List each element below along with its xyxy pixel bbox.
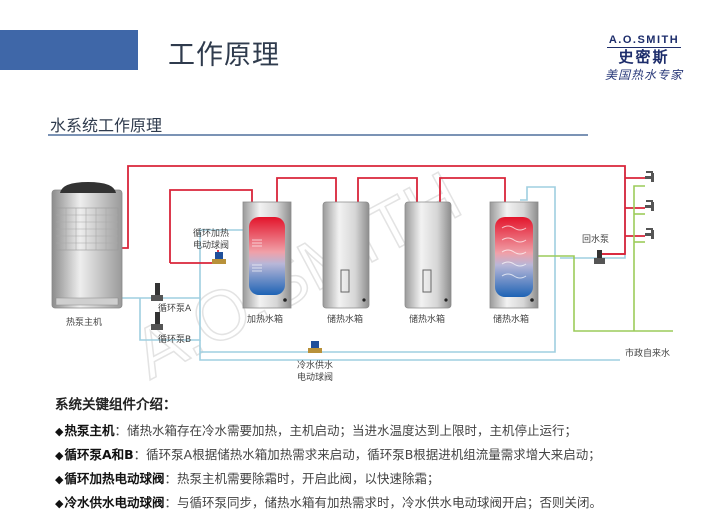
city-water-label: 市政自来水 [625,347,670,359]
intro-item-name: 冷水供水电动球阀 [64,495,165,510]
component-intro: 系统关键组件介绍： ◆热泵主机：储热水箱存在冷水需要加热，主机启动；当进水温度达… [55,393,715,515]
intro-item-pumps: ◆循环泵A和B：循环泵A根据储热水箱加热需求来启动，循环泵B根据进机组流量需求增… [55,443,715,467]
cold-valve-label-2: 电动球阀 [297,371,333,383]
brand-logo: A.O.SMITH 史密斯 美国热水专家 [585,28,703,83]
heating-tank-label: 加热水箱 [247,313,283,325]
intro-item-desc: ：储热水箱存在冷水需要加热，主机启动；当进水温度达到上限时，主机停止运行； [114,423,577,438]
heating-valve-label-2: 电动球阀 [193,239,229,251]
diamond-bullet-icon: ◆ [55,497,64,510]
storage-tank-3 [489,201,539,309]
intro-item-heating-valve: ◆循环加热电动球阀：热泵主机需要除霜时，开启此阀，以快速除霜； [55,467,715,491]
pump-b-icon [151,312,163,330]
faucet-icon [645,228,654,239]
heat-pump-label: 热泵主机 [66,316,102,328]
diamond-bullet-icon: ◆ [55,449,64,462]
heating-ball-valve-icon [212,252,226,264]
cold-valve-label-1: 冷水供水 [297,359,333,371]
section-divider [48,134,588,136]
pump-a-label: 循环泵A [158,302,192,314]
return-pump-icon [594,250,605,264]
storage-tank-2-label: 储热水箱 [409,313,445,325]
faucet-icon [645,200,654,211]
pump-b-label: 循环泵B [158,333,191,345]
storage-tank-1-label: 储热水箱 [327,313,363,325]
cold-water-ball-valve-icon [308,341,322,353]
diamond-bullet-icon: ◆ [55,425,64,438]
intro-item-heat-pump: ◆热泵主机：储热水箱存在冷水需要加热，主机启动；当进水温度达到上限时，主机停止运… [55,419,715,443]
storage-tank-1 [322,201,370,309]
city-water-pipes [538,185,673,332]
circulation-pipes [120,172,626,361]
header-accent-bar [0,30,138,70]
intro-item-desc: ：循环泵A根据储热水箱加热需求来启动，循环泵B根据进机组流量需求增大来启动； [133,447,601,462]
heat-pump-unit [51,182,123,309]
faucets [645,171,654,239]
storage-tank-3-label: 储热水箱 [493,313,529,325]
pump-a-icon [151,283,163,301]
logo-slogan: 美国热水专家 [604,68,683,82]
heating-tank [242,201,292,309]
intro-item-name: 循环加热电动球阀 [64,471,165,486]
heating-valve-label-1: 循环加热 [193,227,229,239]
section-title: 水系统工作原理 [50,116,163,135]
water-system-diagram: A.O.SMITH [51,156,673,390]
intro-item-desc: ：与循环泵同步，储热水箱有加热需求时，冷水供水电动球阀开启；否则关闭。 [164,495,602,510]
intro-item-name: 热泵主机 [64,423,115,438]
intro-item-name: 循环泵A和B [64,447,134,462]
logo-brand-en: A.O.SMITH [606,34,682,48]
faucet-icon [645,171,654,182]
intro-item-cold-valve: ◆冷水供水电动球阀：与循环泵同步，储热水箱有加热需求时，冷水供水电动球阀开启；否… [55,491,715,515]
intro-item-desc: ：热泵主机需要除霜时，开启此阀，以快速除霜； [164,471,440,486]
intro-title: 系统关键组件介绍： [55,397,177,413]
return-pump-label: 回水泵 [582,233,609,245]
storage-tank-2 [404,201,452,309]
diamond-bullet-icon: ◆ [55,473,64,486]
page-title: 工作原理 [168,40,280,71]
logo-brand-cn: 史密斯 [618,48,670,66]
